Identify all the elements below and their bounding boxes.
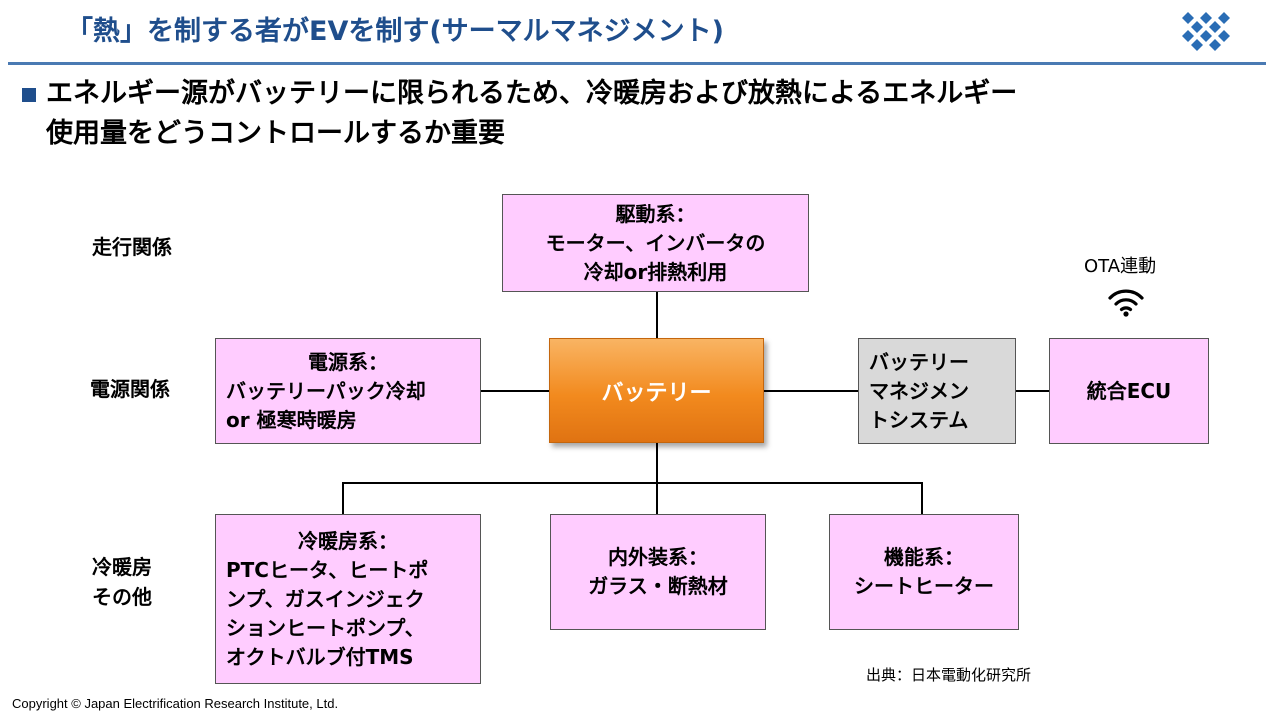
ota-label: OTA連動 [1084, 256, 1157, 277]
company-logo [1182, 12, 1230, 51]
headline-line-2: 使用量をどうコントロールするか重要 [46, 118, 505, 149]
node-hvac-line-2: PTCヒータ、ヒートポ [226, 557, 429, 582]
title-divider [8, 62, 1266, 65]
bullet-square-icon [22, 88, 36, 102]
node-function-system: 機能系： シートヒーター [829, 514, 1019, 630]
node-drive-line-1: 駆動系： [615, 201, 696, 226]
node-integrated-ecu: 統合ECU [1049, 338, 1209, 444]
connector-branch-hvac [342, 482, 344, 515]
node-hvac-line-5: オクトバルブ付TMS [226, 644, 414, 669]
node-power-line-2: バッテリーパック冷却 [226, 378, 426, 403]
node-hvac-line-3: ンプ、ガスインジェク [226, 586, 425, 611]
node-bms-line-3: トシステム [869, 407, 969, 432]
row-label-hvac-line-1: 冷暖房 [92, 555, 152, 579]
node-battery-management-system: バッテリー マネジメン トシステム [858, 338, 1016, 444]
node-power-line-1: 電源系： [308, 349, 388, 374]
node-hvac-line-1: 冷暖房系： [298, 528, 398, 553]
node-battery: バッテリー [549, 338, 764, 443]
connector-power-battery [480, 390, 549, 392]
copyright: Copyright © Japan Electrification Resear… [12, 696, 339, 711]
node-function-line-2: シートヒーター [854, 574, 994, 598]
connector-battery-down [656, 443, 658, 515]
node-power-system: 電源系： バッテリーパック冷却 or 極寒時暖房 [215, 338, 481, 444]
headline-line-1: エネルギー源がバッテリーに限られるため、冷暖房および放熱によるエネルギー [46, 78, 1018, 109]
node-bms-line-2: マネジメン [869, 378, 969, 403]
node-interior-exterior: 内外装系： ガラス・断熱材 [550, 514, 766, 630]
node-interior-line-2: ガラス・断熱材 [588, 574, 728, 598]
node-bms-line-1: バッテリー [869, 349, 969, 374]
node-drive-line-2: モーター、インバータの [545, 230, 766, 255]
connector-branch-horizontal [342, 482, 923, 484]
source-note: 出典：日本電動化研究所 [866, 666, 1032, 684]
slide-title: 「熱」を制する者がEVを制す(サーマルマネジメント) [66, 16, 725, 47]
wifi-icon [1108, 289, 1144, 317]
connector-bms-ecu [1016, 390, 1049, 392]
node-ecu-label: 統合ECU [1086, 378, 1172, 403]
connector-battery-bms [764, 390, 859, 392]
headline: エネルギー源がバッテリーに限られるため、冷暖房および放熱によるエネルギー 使用量… [46, 74, 1246, 154]
node-power-line-3: or 極寒時暖房 [226, 407, 357, 432]
node-interior-line-1: 内外装系： [608, 545, 708, 569]
row-label-hvac: 冷暖房 その他 [92, 552, 152, 612]
node-hvac-system: 冷暖房系： PTCヒータ、ヒートポ ンプ、ガスインジェク ションヒートポンプ、 … [215, 514, 481, 684]
row-label-hvac-line-2: その他 [92, 585, 152, 609]
node-drive-line-3: 冷却or排熱利用 [583, 259, 728, 284]
node-function-line-1: 機能系： [884, 545, 964, 569]
connector-branch-function [921, 482, 923, 515]
node-drive-system: 駆動系： モーター、インバータの 冷却or排熱利用 [502, 194, 809, 292]
node-hvac-line-4: ションヒートポンプ、 [226, 615, 425, 640]
row-label-driving: 走行関係 [92, 235, 172, 259]
connector-drive-battery [656, 291, 658, 338]
row-label-power: 電源関係 [90, 377, 170, 401]
